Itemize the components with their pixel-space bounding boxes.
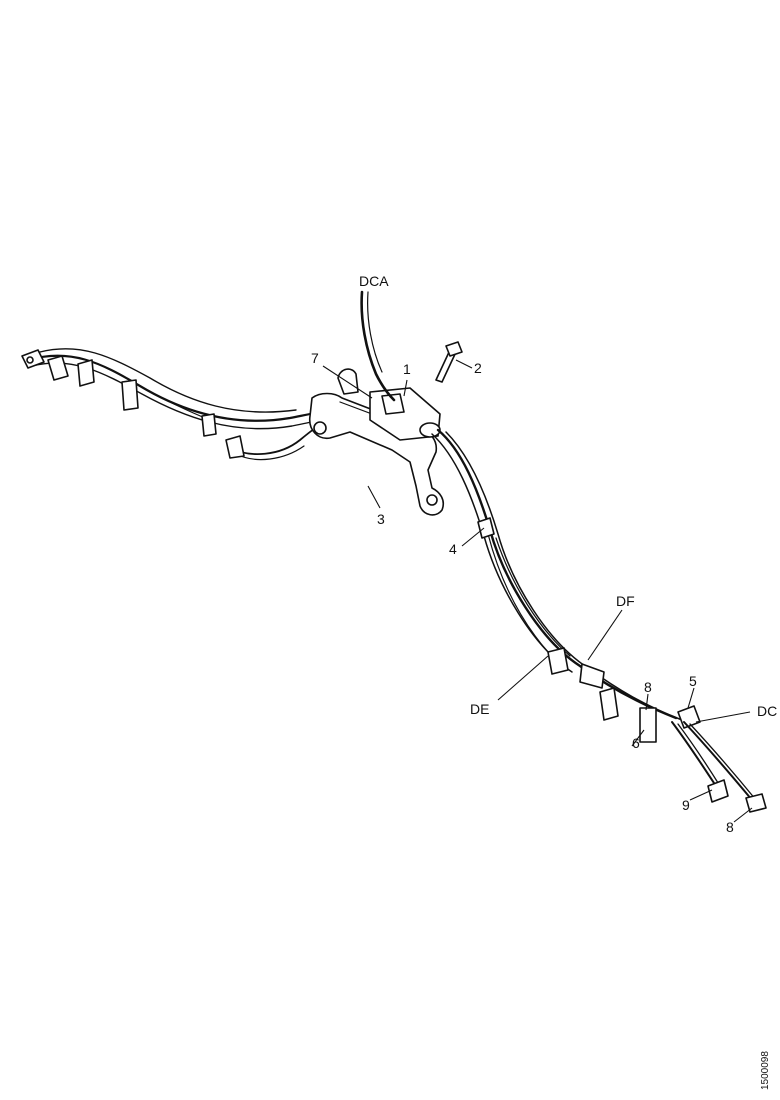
leader-lines xyxy=(322,359,753,823)
callout-item-9: 9 xyxy=(682,797,690,813)
relay-module-terminal xyxy=(419,422,441,438)
clip-item-8 xyxy=(639,707,657,743)
nut-item-5 xyxy=(677,705,701,729)
callout-item-2: 2 xyxy=(474,360,482,376)
bracket-hole-lower xyxy=(426,494,438,506)
harness-clip-d xyxy=(201,413,217,437)
callout-item-3: 3 xyxy=(377,511,385,527)
dca-cable xyxy=(360,290,396,402)
end-connector-item-9b xyxy=(745,793,767,813)
callout-item-8-upper: 8 xyxy=(644,679,652,695)
lower-harness-branch xyxy=(431,428,683,721)
lower-branch-connectors xyxy=(477,517,701,743)
clip-item-4 xyxy=(477,517,495,539)
connector-df xyxy=(579,663,605,689)
end-branches xyxy=(671,721,767,813)
connector-clip-b xyxy=(77,359,95,387)
callout-item-7: 7 xyxy=(311,350,319,366)
callout-item-6: 6 xyxy=(632,735,640,751)
connector-clip-a xyxy=(47,355,69,381)
clamp xyxy=(337,368,359,395)
relay-module xyxy=(369,387,441,441)
clip-lower-a xyxy=(599,687,619,721)
connector-de xyxy=(547,647,569,675)
end-connector-item-9a xyxy=(707,779,729,803)
bracket-hole xyxy=(313,421,327,435)
end-connector-left-pin xyxy=(26,356,34,364)
callout-dc: DC xyxy=(757,703,777,719)
harness-clip-c xyxy=(121,379,139,411)
figure-code: 1500098 xyxy=(760,1051,771,1090)
callout-item-4: 4 xyxy=(449,541,457,557)
left-harness-branch xyxy=(26,348,337,461)
screw xyxy=(435,341,463,383)
callout-item-5: 5 xyxy=(689,673,697,689)
callout-de: DE xyxy=(470,701,489,717)
callout-item-8-lower: 8 xyxy=(726,819,734,835)
callout-dca: DCA xyxy=(359,273,389,289)
left-branch-connectors xyxy=(21,349,245,459)
harness-clip-e xyxy=(225,435,245,459)
central-bracket xyxy=(308,392,445,516)
callout-item-1: 1 xyxy=(403,361,411,377)
callout-df: DF xyxy=(616,593,635,609)
